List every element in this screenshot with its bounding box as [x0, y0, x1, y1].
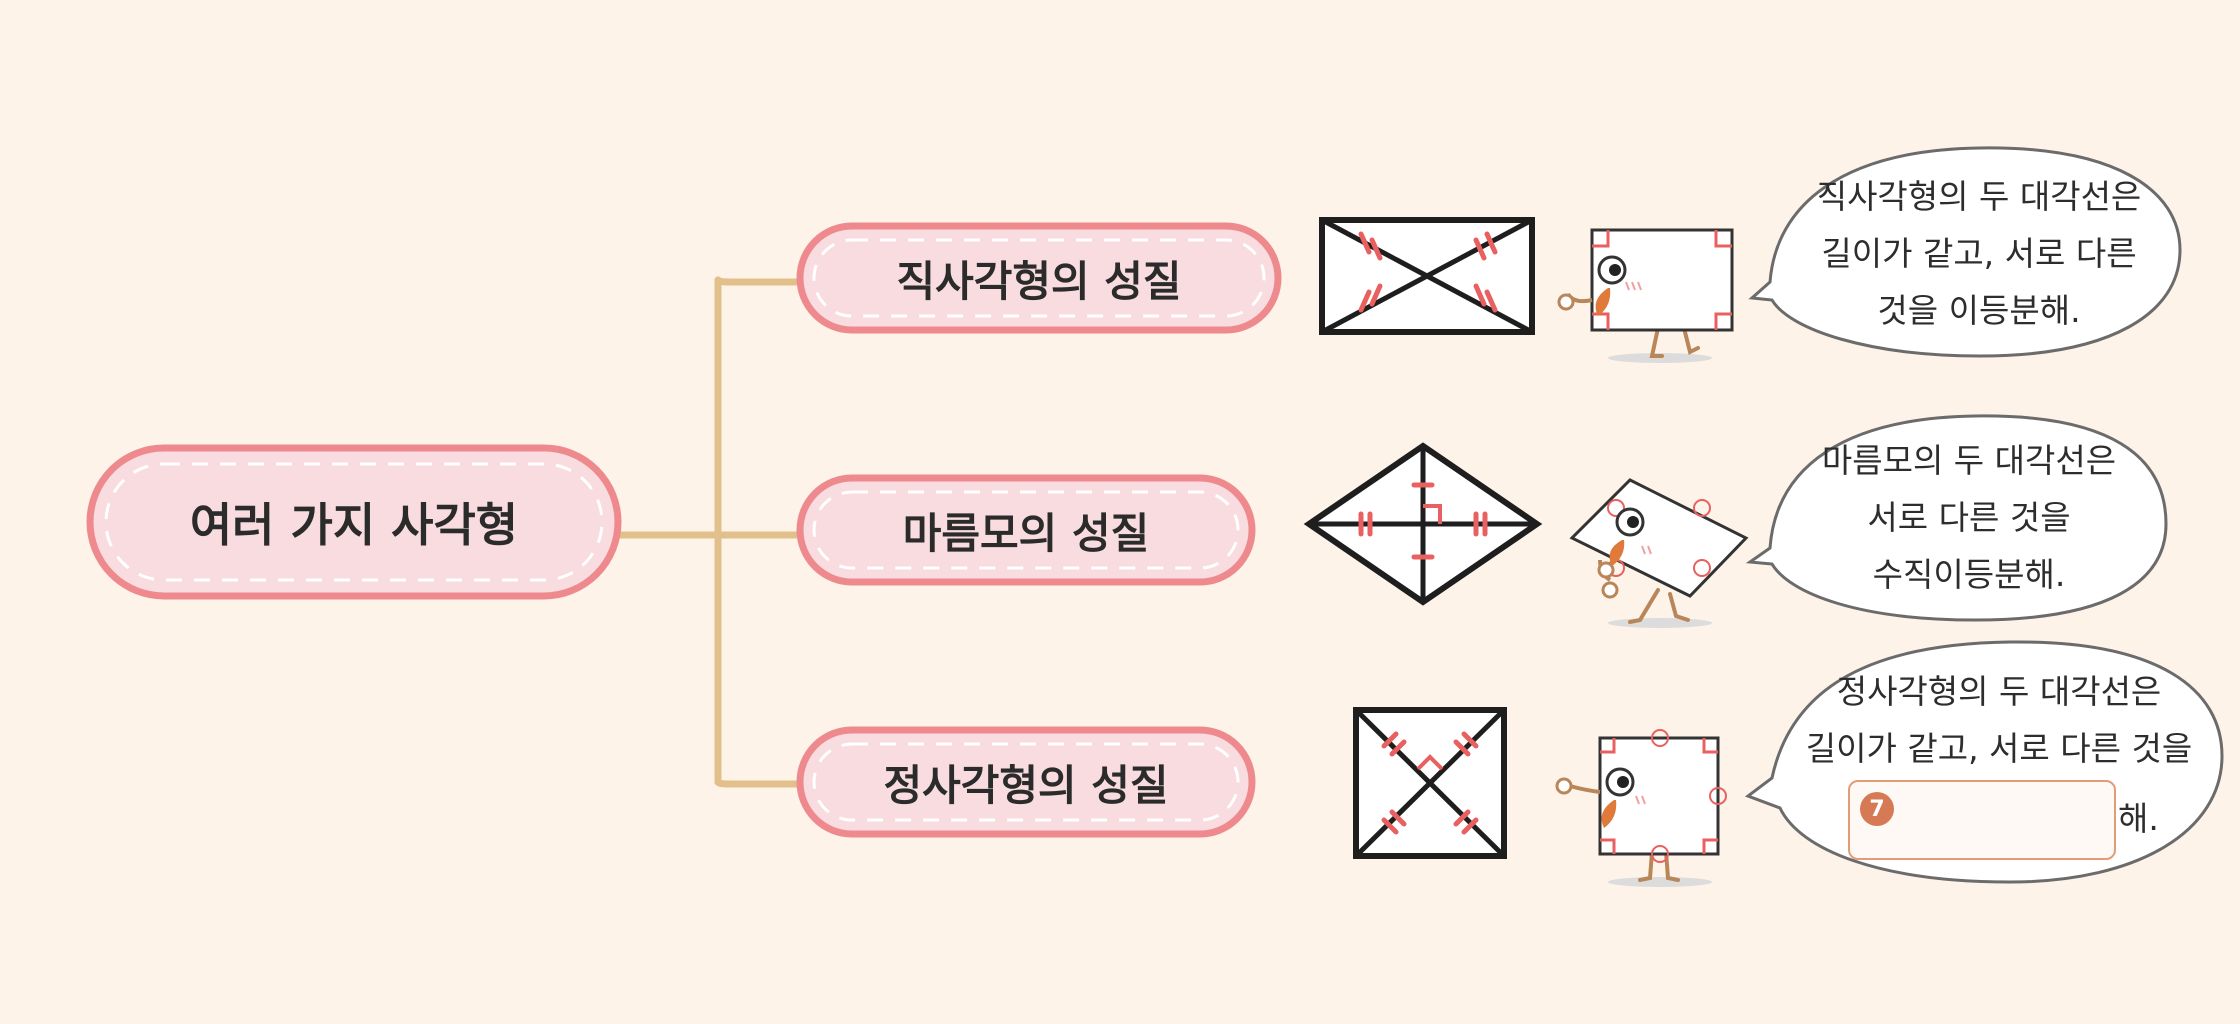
speech-line: 직사각형의 두 대각선은 — [1816, 177, 2142, 216]
speech-line: 길이가 같고, 서로 다른 것을 — [1805, 729, 2193, 768]
branch-pill-shape-3 — [796, 726, 1256, 838]
root-pill-shape — [86, 444, 622, 600]
right-angle-mark — [1423, 504, 1442, 524]
speech-text-rectangle: 직사각형의 두 대각선은 길이가 같고, 서로 다른 것을 이등분해. — [1784, 168, 2174, 339]
speech-line: 정사각형의 두 대각선은 — [1836, 672, 2162, 711]
square-equal-ticks — [1381, 731, 1479, 835]
equal-length-ticks — [1358, 231, 1498, 313]
square-right-angle-mark — [1416, 754, 1444, 771]
rectangle-character-1 — [1557, 228, 1734, 363]
branch-label-square: 정사각형의 성질 — [883, 760, 1169, 810]
rectangle-diagonals-figure — [1319, 217, 1535, 335]
speech-text-rhombus: 마름모의 두 대각선은 서로 다른 것을 수직이등분해. — [1784, 432, 2154, 603]
answer-number-badge: 7 — [1860, 792, 1894, 826]
rhombus-diagonals-figure — [1303, 442, 1543, 606]
bisect-ticks — [1358, 482, 1488, 560]
speech-bubble-2 — [1745, 414, 2168, 622]
speech-line: 것을 이등분해. — [1877, 291, 2081, 330]
answer-blank-7[interactable]: 7 — [1848, 780, 2116, 860]
branch-connectors — [616, 276, 804, 788]
speech-bubble-1 — [1748, 146, 2182, 358]
speech-line: 서로 다른 것을 — [1867, 498, 2071, 537]
speech-line: 수직이등분해. — [1872, 555, 2066, 594]
square-character-3 — [1555, 729, 1727, 887]
speech-line: 마름모의 두 대각선은 — [1821, 441, 2117, 480]
branch-pill-shape-1 — [796, 222, 1282, 334]
branch-label-rectangle: 직사각형의 성질 — [896, 256, 1182, 306]
speech-line: 길이가 같고, 서로 다른 — [1821, 234, 2137, 273]
square-diagonals-figure — [1353, 707, 1507, 859]
branch-pill-shape-2 — [796, 474, 1256, 586]
speech-line-end: 해. — [2118, 799, 2159, 838]
branch-label-rhombus: 마름모의 성질 — [902, 508, 1150, 558]
rhombus-character-2 — [1569, 478, 1749, 628]
root-topic-label: 여러 가지 사각형 — [189, 498, 519, 552]
speech-text-square: 정사각형의 두 대각선은 길이가 같고, 서로 다른 것을 — [1784, 663, 2214, 777]
